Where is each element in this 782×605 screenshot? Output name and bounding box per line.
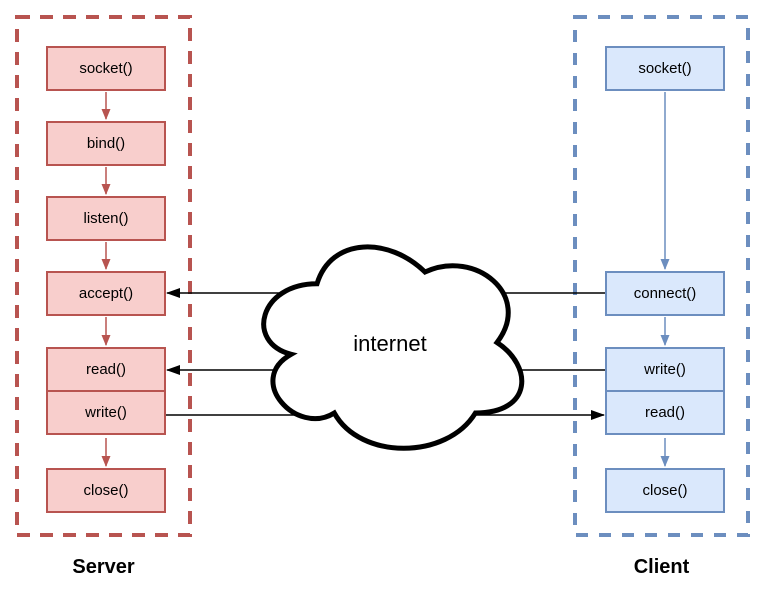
internet-cloud-shape — [261, 244, 525, 451]
server-group-label: Server — [72, 556, 135, 578]
server-box-read-label: read() — [85, 361, 126, 378]
client-box-connect: connect() — [605, 271, 725, 316]
client-box-socket-label: socket() — [638, 60, 692, 77]
server-box-close-label: close() — [83, 482, 129, 499]
client-group-label: Client — [633, 556, 690, 578]
client-box-write: write() — [605, 347, 725, 392]
client-box-read: read() — [605, 390, 725, 435]
server-box-socket-label: socket() — [79, 60, 133, 77]
client-box-socket: socket() — [605, 46, 725, 91]
client-box-read-label: read() — [644, 404, 685, 421]
server-box-bind-label: bind() — [86, 135, 126, 152]
server-box-socket: socket() — [46, 46, 166, 91]
server-box-listen: listen() — [46, 196, 166, 241]
server-box-accept-label: accept() — [78, 285, 134, 302]
client-box-write-label: write() — [644, 361, 686, 378]
client-box-close: close() — [605, 468, 725, 513]
server-box-read: read() — [46, 347, 166, 392]
server-box-accept: accept() — [46, 271, 166, 316]
client-box-close-label: close() — [642, 482, 688, 499]
server-box-close: close() — [46, 468, 166, 513]
server-box-write-label: write() — [85, 404, 127, 421]
server-box-bind: bind() — [46, 121, 166, 166]
server-box-write: write() — [46, 390, 166, 435]
server-box-listen-label: listen() — [83, 210, 129, 227]
internet-cloud-label: internet — [353, 331, 427, 356]
client-box-connect-label: connect() — [633, 285, 697, 302]
